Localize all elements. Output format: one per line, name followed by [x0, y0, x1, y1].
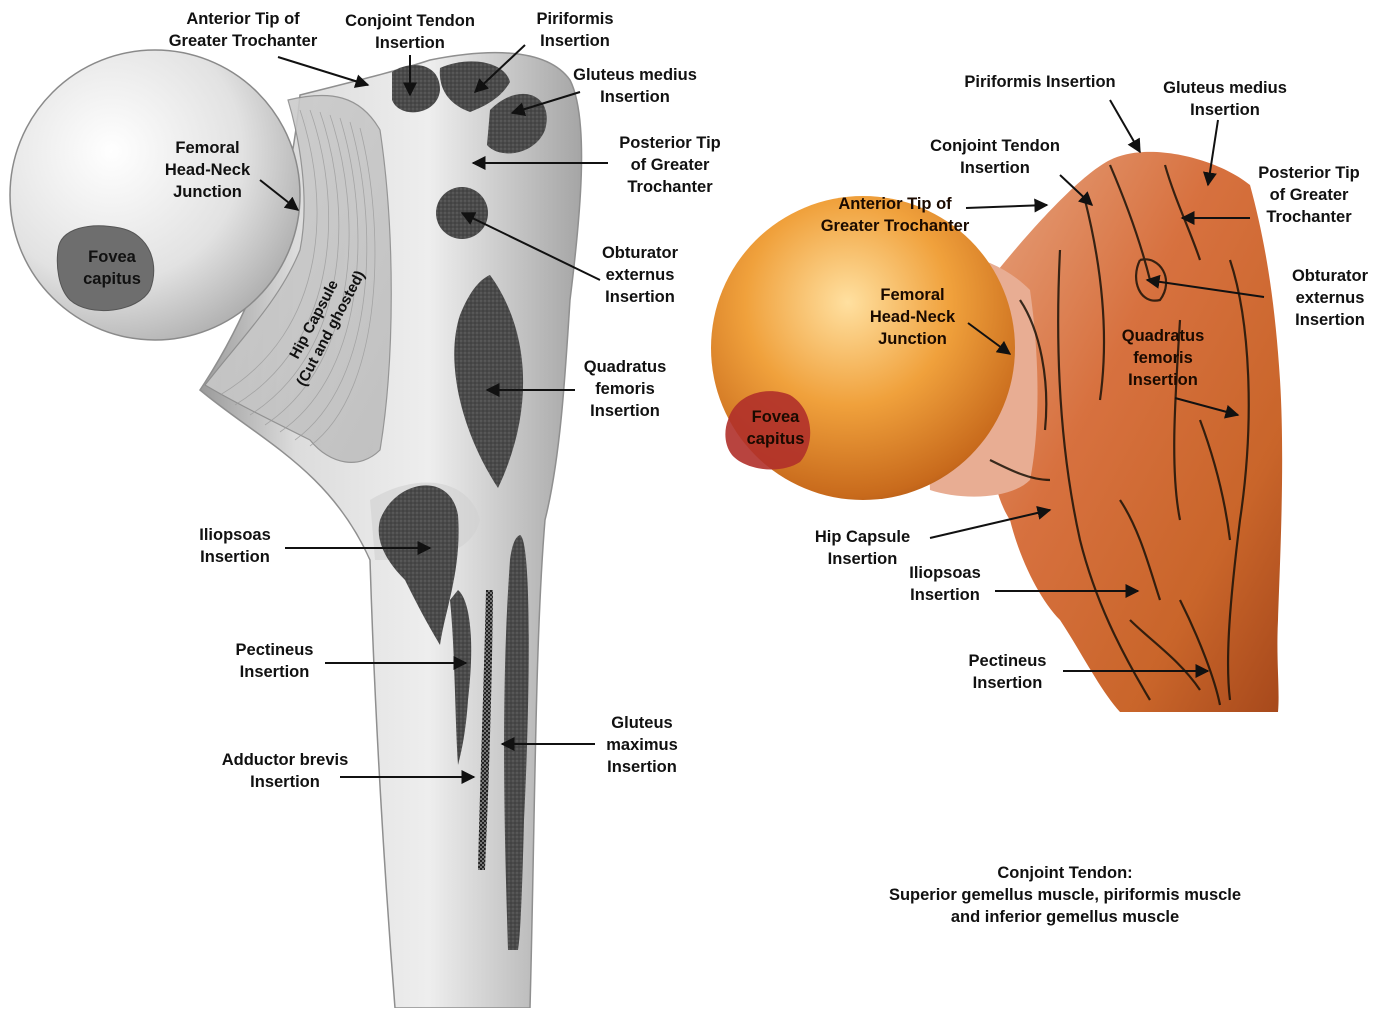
femur-illustration	[10, 50, 582, 1008]
footnote-line-1: Superior gemellus muscle, piriformis mus…	[850, 884, 1280, 906]
label-right-pectineus: Pectineus Insertion	[955, 650, 1060, 694]
label-left-quadratus: Quadratus femoris Insertion	[570, 356, 680, 422]
label-left-gluteus-medius: Gluteus medius Insertion	[560, 64, 710, 108]
label-right-posterior-tip: Posterior Tip of Greater Trochanter	[1245, 162, 1373, 228]
footnote-line-2: and inferior gemellus muscle	[850, 906, 1280, 928]
label-left-iliopsoas: Iliopsoas Insertion	[180, 524, 290, 568]
label-right-gluteus-medius: Gluteus medius Insertion	[1150, 77, 1300, 121]
label-left-anterior-tip: Anterior Tip of Greater Trochanter	[148, 8, 338, 52]
label-left-adductor-brevis: Adductor brevis Insertion	[205, 749, 365, 793]
label-right-piriformis: Piriformis Insertion	[945, 71, 1135, 93]
label-right-fovea: Fovea capitus	[728, 406, 823, 450]
footnote-title: Conjoint Tendon:	[850, 862, 1280, 884]
label-left-posterior-tip: Posterior Tip of Greater Trochanter	[605, 132, 735, 198]
label-right-conjoint-tendon: Conjoint Tendon Insertion	[915, 135, 1075, 179]
conjoint-tendon-footnote: Conjoint Tendon: Superior gemellus muscl…	[850, 862, 1280, 928]
label-left-pectineus: Pectineus Insertion	[222, 639, 327, 683]
label-right-head-neck: Femoral Head-Neck Junction	[855, 284, 970, 350]
label-left-fovea: Fovea capitus	[62, 246, 162, 290]
label-right-obturator: Obturator externus Insertion	[1275, 265, 1385, 331]
label-right-iliopsoas: Iliopsoas Insertion	[895, 562, 995, 606]
label-left-head-neck: Femoral Head-Neck Junction	[150, 137, 265, 203]
label-left-conjoint-tendon: Conjoint Tendon Insertion	[330, 10, 490, 54]
label-left-piriformis: Piriformis Insertion	[515, 8, 635, 52]
label-right-anterior-tip: Anterior Tip of Greater Trochanter	[805, 193, 985, 237]
label-left-gluteus-maximus: Gluteus maximus Insertion	[592, 712, 692, 778]
label-left-obturator: Obturator externus Insertion	[585, 242, 695, 308]
label-right-quadratus: Quadratus femoris Insertion	[1108, 325, 1218, 391]
